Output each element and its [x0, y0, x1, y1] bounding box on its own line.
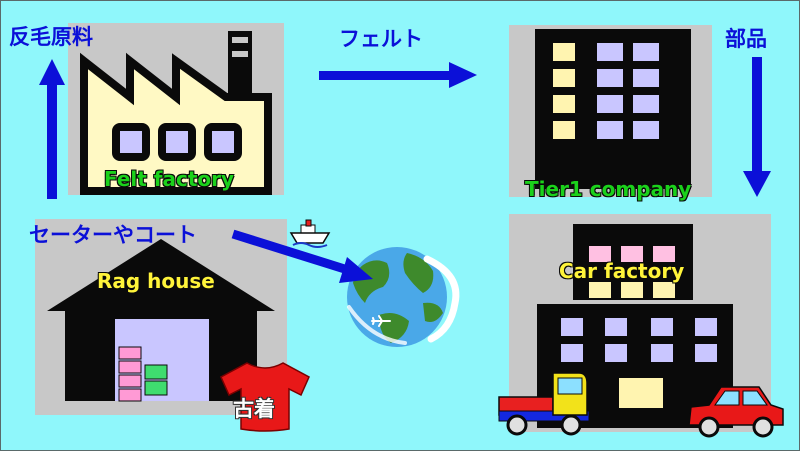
- airplane-icon: [371, 315, 391, 327]
- used-clothes-label: 古着: [233, 397, 275, 421]
- t-shirt-icon: [220, 362, 310, 432]
- rag-house-label: Rag house: [97, 269, 215, 293]
- arrow-down-icon: [743, 57, 771, 197]
- raw-material-label: 反毛原料: [9, 25, 93, 49]
- parts-label: 部品: [725, 27, 767, 51]
- car-icon: [688, 386, 784, 438]
- felt-factory-label: Felt factory: [104, 167, 235, 191]
- felt-label: フェルト: [339, 27, 423, 51]
- car-factory-label: Car factory: [559, 259, 685, 283]
- truck-icon: [498, 372, 590, 436]
- factory-icon: [80, 31, 272, 195]
- warehouse-icon: [47, 239, 275, 402]
- arrow-up-icon: [39, 59, 65, 199]
- tier1-label: Tier1 company: [525, 177, 692, 201]
- arrow-right-icon: [319, 62, 477, 88]
- office-building-icon: [535, 29, 691, 189]
- ship-icon: [289, 219, 331, 248]
- sweaters-label: セーターやコート: [29, 223, 197, 247]
- arrow-diagonal-icon: [231, 229, 373, 283]
